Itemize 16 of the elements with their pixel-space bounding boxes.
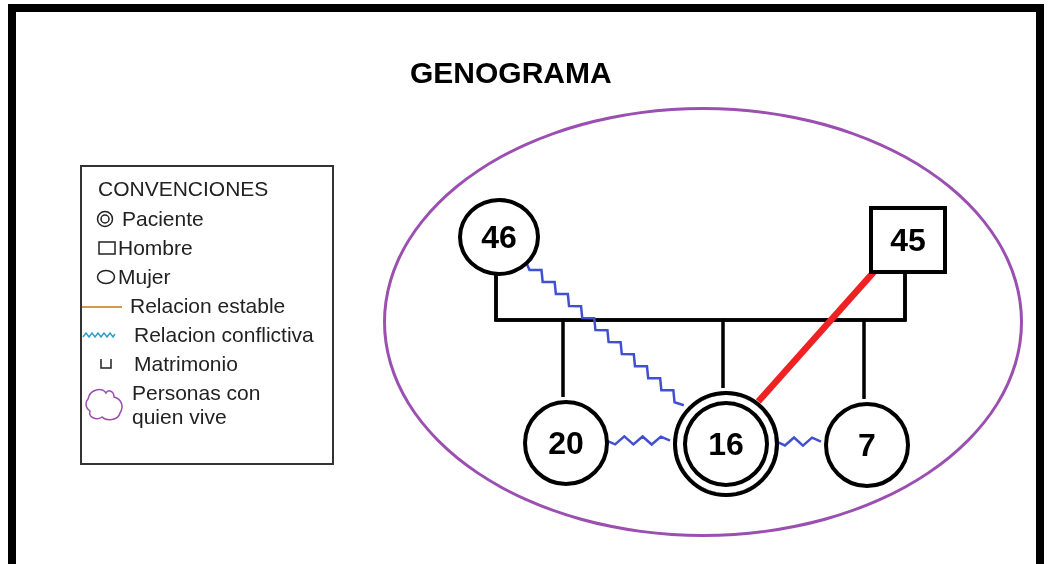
- female-circle: 20: [523, 400, 609, 486]
- legend-text: Hombre: [118, 236, 193, 260]
- descent-line: [862, 271, 907, 399]
- female-circle: 7: [824, 402, 910, 488]
- diagram-title: GENOGRAMA: [410, 56, 612, 90]
- patient-double-circle: 16: [673, 391, 779, 497]
- household-ellipse: [383, 107, 1023, 537]
- legend-text: Paciente: [122, 207, 204, 231]
- legend-text: Mujer: [118, 265, 171, 289]
- legend-text: Matrimonio: [134, 352, 238, 376]
- legend-heading: CONVENCIONES: [98, 177, 269, 201]
- female-circle: 46: [458, 198, 540, 276]
- male-square: 45: [869, 206, 947, 274]
- legend-text: Relacion estable: [130, 294, 286, 318]
- legend-text: Personas con quien vive: [132, 381, 262, 429]
- legend-text: Relacion conflictiva: [134, 323, 314, 347]
